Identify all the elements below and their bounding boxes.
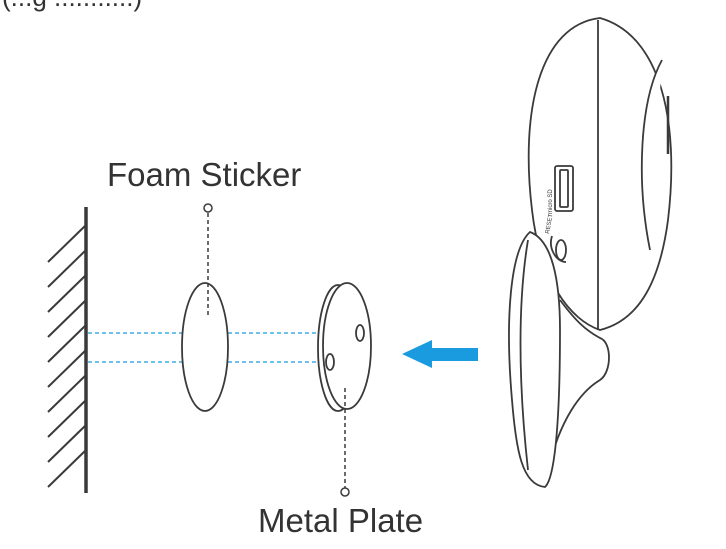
reset-label: RESET xyxy=(545,213,554,234)
camera-icon xyxy=(508,17,673,488)
micro-sd-label: micro SD xyxy=(548,189,554,214)
metal-plate-leader xyxy=(340,388,350,497)
metal-plate xyxy=(317,282,372,412)
top-text-fragment: (...g ...........) xyxy=(2,0,142,12)
arrow-left-icon xyxy=(402,340,478,368)
metal-plate-label: Metal Plate xyxy=(258,502,423,539)
foam-sticker-leader xyxy=(203,203,213,318)
foam-sticker-label: Foam Sticker xyxy=(107,156,301,193)
foam-sticker xyxy=(181,282,229,412)
wall-icon xyxy=(47,207,88,493)
